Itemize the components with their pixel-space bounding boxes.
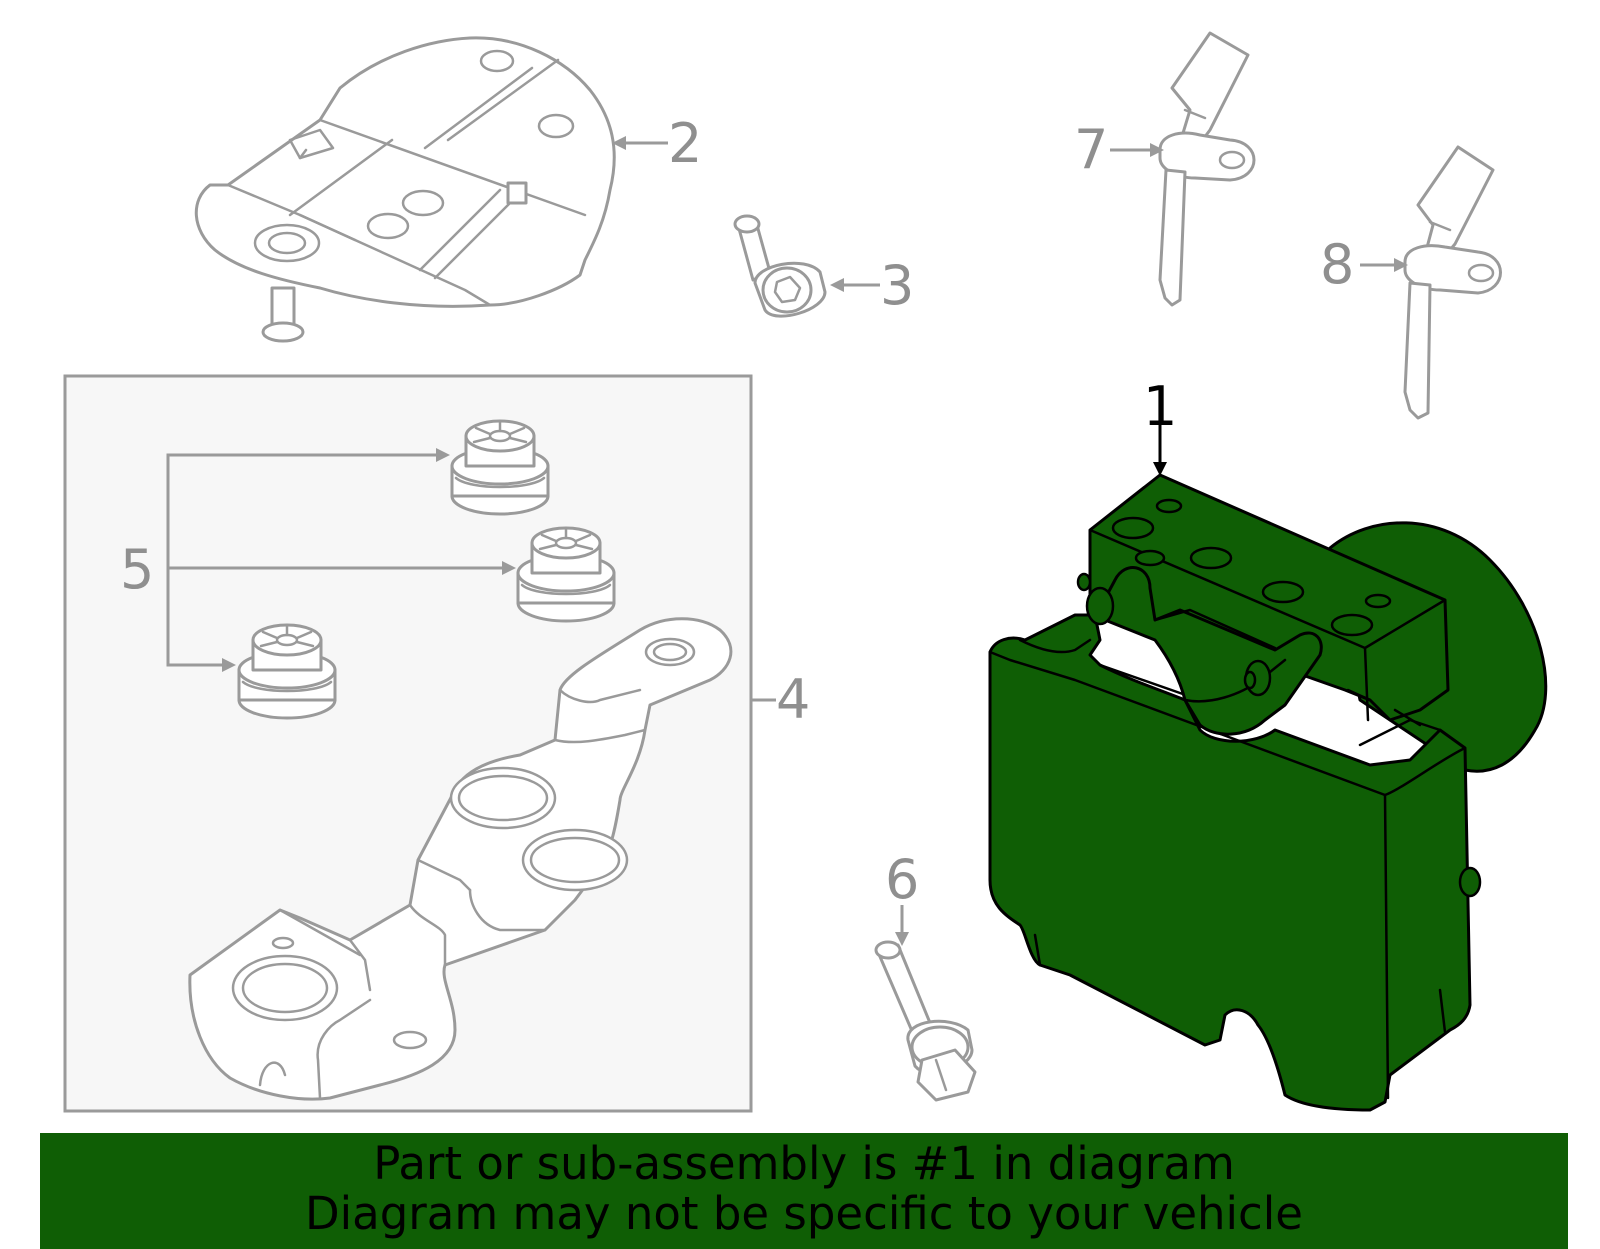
callout-2: 2 [612, 112, 702, 175]
footer-line-1: Part or sub-assembly is #1 in diagram [373, 1137, 1235, 1190]
callout-6: 6 [885, 848, 919, 946]
part-5-grommet-top[interactable] [450, 419, 550, 516]
part-4-bracket[interactable] [188, 617, 733, 1101]
callout-1: 1 [1143, 375, 1177, 476]
callout-5: 5 [120, 448, 516, 672]
part-3-bolt[interactable] [733, 214, 827, 318]
callout-7-label: 7 [1074, 118, 1108, 181]
footer-line-2: Diagram may not be specific to your vehi… [305, 1187, 1303, 1240]
part-4-kit[interactable] [63, 374, 753, 1113]
callout-3-label: 3 [880, 254, 914, 317]
callout-4: 4 [751, 668, 810, 731]
part-6-bolt[interactable] [874, 940, 977, 1102]
callout-8-label: 8 [1320, 233, 1354, 296]
part-5-grommet-bottom[interactable] [237, 623, 337, 720]
callout-2-label: 2 [668, 112, 702, 175]
callout-5-label: 5 [120, 538, 154, 601]
callout-3: 3 [830, 254, 914, 317]
part-8-sensor[interactable] [1403, 145, 1502, 420]
part-7-sensor[interactable] [1158, 31, 1256, 307]
callout-6-label: 6 [885, 848, 919, 911]
part-1-abs-modulator[interactable] [988, 473, 1548, 1112]
callout-7: 7 [1074, 118, 1164, 181]
part-2-cover[interactable] [194, 36, 616, 343]
callout-8: 8 [1320, 233, 1408, 296]
callout-1-label: 1 [1143, 375, 1177, 438]
callout-4-label: 4 [776, 668, 810, 731]
part-5-grommet-middle[interactable] [516, 526, 616, 623]
footer-banner: Part or sub-assembly is #1 in diagram Di… [40, 1133, 1568, 1249]
